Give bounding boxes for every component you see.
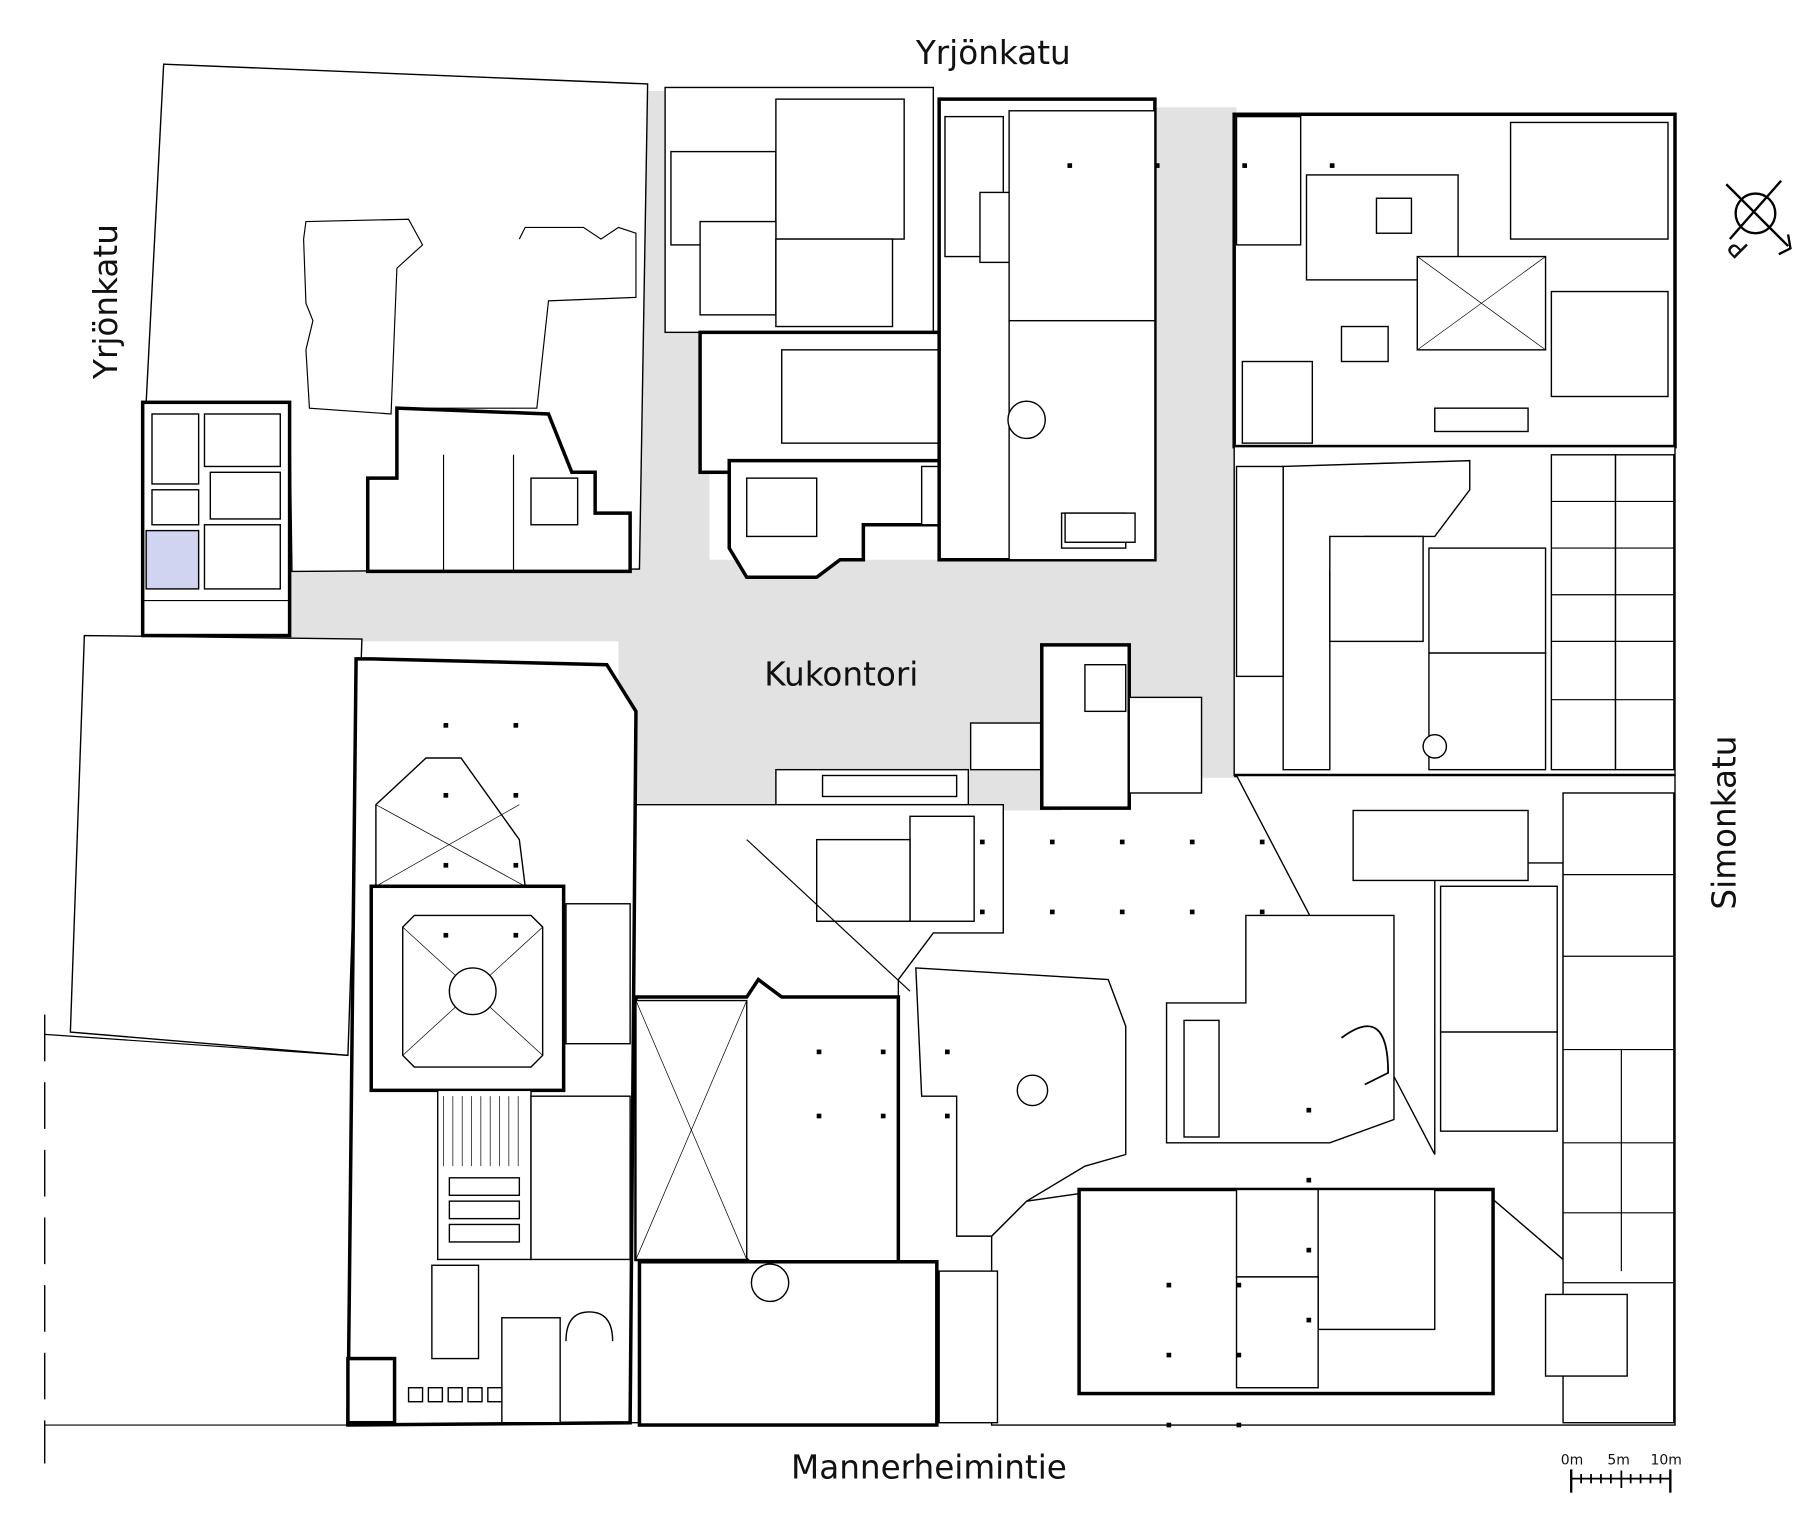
column [513, 862, 519, 868]
square-label: Kukontori [764, 656, 918, 694]
column [880, 1113, 886, 1119]
column [1189, 839, 1195, 845]
south-central-block [629, 803, 1127, 1427]
south-west-block [346, 657, 638, 1427]
street-label-north: Yrjönkatu [915, 34, 1071, 72]
column [979, 839, 985, 845]
column [816, 1049, 822, 1055]
column [1306, 1177, 1312, 1183]
column [443, 792, 449, 798]
column [1189, 909, 1195, 915]
central-service-block [775, 643, 1203, 810]
street-label-west: Yrjönkatu [87, 224, 125, 380]
column [443, 932, 449, 938]
scale-label-5: 5m [1607, 1453, 1630, 1469]
column [1119, 839, 1125, 845]
compass-label: P [1722, 231, 1754, 263]
street-label-east: Simonkatu [1706, 736, 1744, 910]
scale-bar [1570, 1469, 1672, 1493]
scale-label-10: 10m [1651, 1453, 1682, 1469]
column [1306, 1247, 1312, 1253]
west-building [140, 400, 292, 638]
column [816, 1113, 822, 1119]
column [513, 792, 519, 798]
highlighted-room [145, 529, 200, 590]
column [1049, 839, 1055, 845]
north-middle-block [664, 86, 1157, 579]
column [1236, 1352, 1242, 1358]
scale-label-0: 0m [1561, 1453, 1584, 1469]
column [1049, 909, 1055, 915]
escalator [821, 774, 958, 798]
column [513, 723, 519, 728]
column [1329, 163, 1335, 168]
structural-columns [443, 163, 1335, 1428]
column [1154, 163, 1160, 168]
column [443, 723, 449, 728]
column [1236, 1422, 1242, 1428]
column [880, 1049, 886, 1055]
column [1166, 1422, 1172, 1428]
north-west-block [365, 406, 632, 574]
north-arrow-icon [1725, 179, 1792, 256]
column [944, 1113, 950, 1119]
column [944, 1049, 950, 1055]
column [1259, 839, 1265, 845]
column [1259, 909, 1265, 915]
escalator [1064, 512, 1136, 543]
column [1166, 1282, 1172, 1288]
column [979, 909, 985, 915]
south-block [990, 774, 1676, 1426]
column [1067, 163, 1073, 168]
column [443, 862, 449, 868]
column [513, 932, 519, 938]
column [1166, 1352, 1172, 1358]
column [1119, 909, 1125, 915]
column [1242, 163, 1248, 168]
column [1306, 1317, 1312, 1323]
north-east-block [1232, 112, 1677, 449]
east-block [1233, 445, 1676, 778]
column [1306, 1107, 1312, 1113]
street-label-south: Mannerheimintie [791, 1449, 1067, 1487]
column [1236, 1282, 1242, 1288]
